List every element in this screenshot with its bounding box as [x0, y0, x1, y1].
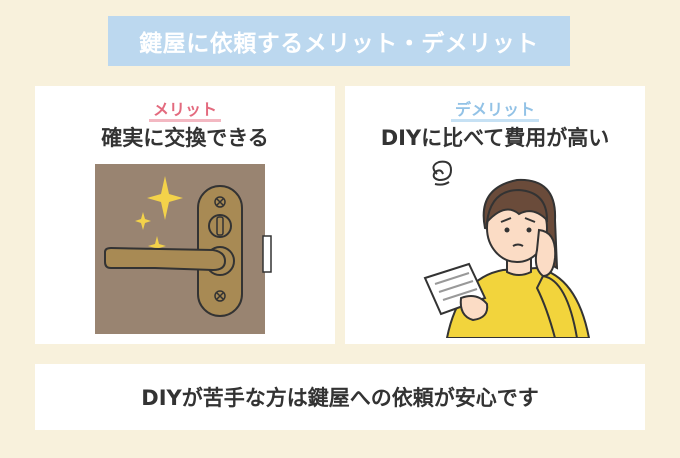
demerit-tag: デメリット: [345, 96, 645, 122]
merit-heading: 確実に交換できる: [101, 126, 269, 150]
title-banner: 鍵屋に依頼するメリット・デメリット: [108, 16, 570, 66]
merit-tag-label: メリット: [148, 100, 221, 122]
conclusion-box: DIYが苦手な方は鍵屋への依頼が安心です: [35, 364, 645, 430]
worried-woman-with-receipt-icon: [423, 160, 591, 338]
demerit-tag-label: デメリット: [450, 100, 539, 122]
merit-tag: メリット: [35, 96, 335, 122]
conclusion-text: DIYが苦手な方は鍵屋への依頼が安心です: [141, 386, 539, 410]
demerit-heading: DIYに比べて費用が高い: [380, 126, 610, 150]
page-title: 鍵屋に依頼するメリット・デメリット: [139, 31, 539, 57]
merit-panel: メリット 確実に交換できる: [35, 86, 335, 344]
demerit-panel: デメリット DIYに比べて費用が高い: [345, 86, 645, 344]
door-lever-handle-icon: [95, 164, 272, 334]
